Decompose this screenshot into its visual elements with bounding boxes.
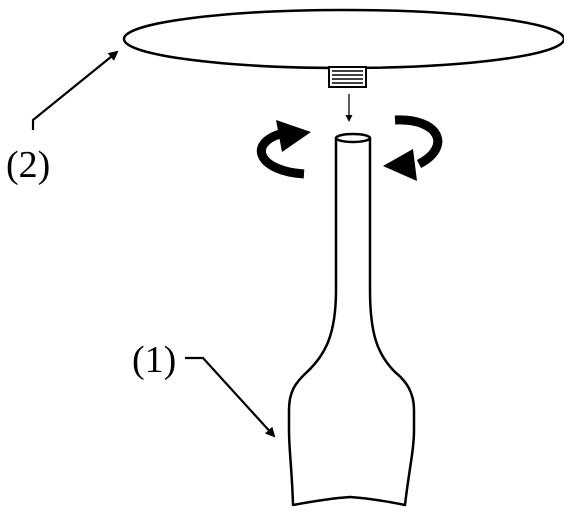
callout-label-2: (2) [6,144,50,186]
rotate-counterclockwise-icon [256,120,311,179]
rotate-clockwise-icon [383,115,443,181]
callout-label-1: (1) [132,339,176,381]
threaded-stud [328,66,367,88]
callout-leader-2 [31,50,119,130]
callout-leader-1 [185,356,276,438]
vase-base [287,132,416,507]
shade-disc [122,8,564,70]
